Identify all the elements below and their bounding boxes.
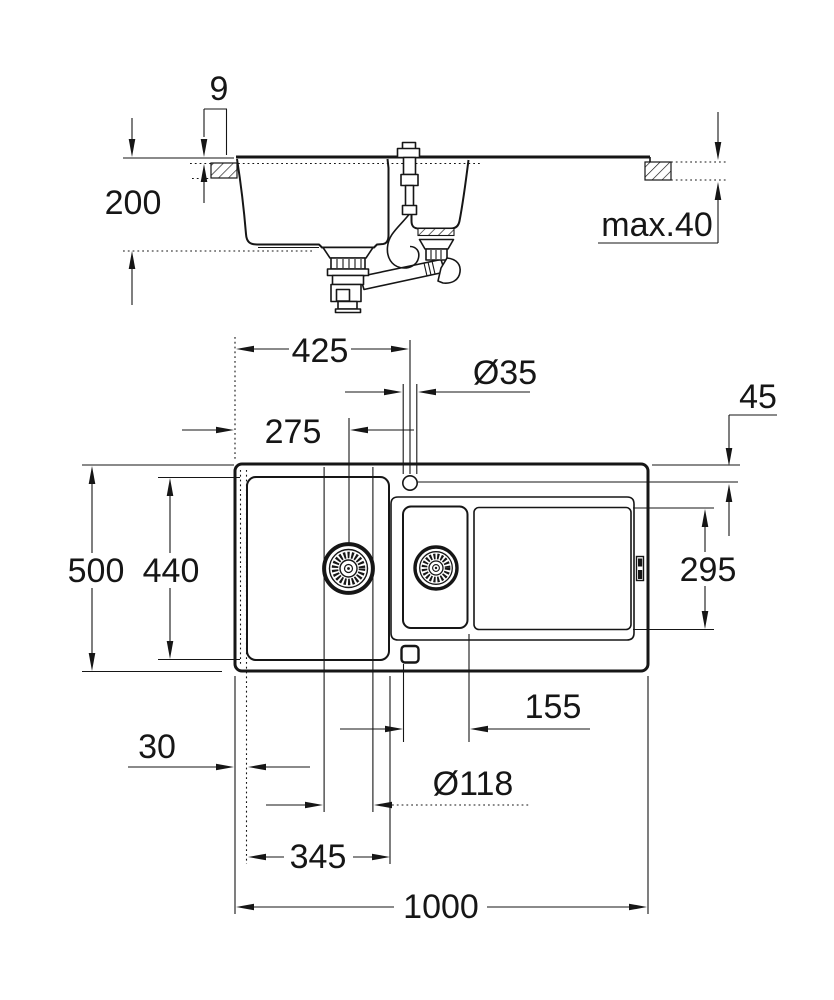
main-drain-collar xyxy=(326,268,370,277)
dim-main-bowl-width: 345 xyxy=(248,838,390,876)
main-drain-locknut xyxy=(330,257,366,270)
dim-drain-flange-label: Ø118 xyxy=(433,765,514,803)
faucet-assembly xyxy=(386,141,421,269)
plan-view: 425 Ø35 45 275 xyxy=(68,332,777,926)
dim-overall-depth-label: 500 xyxy=(68,552,125,590)
faucet-base xyxy=(396,147,421,159)
dim-faucet-hole-label: Ø35 xyxy=(473,354,537,392)
small-drain-strainer xyxy=(417,227,455,237)
dim-faucet-hole: Ø35 xyxy=(345,354,537,396)
section-view: 9 200 max.40 xyxy=(105,70,728,314)
dim-bowl-depth: 200 xyxy=(105,118,162,305)
dim-small-bowl-width-label: 155 xyxy=(525,688,582,726)
dim-rim-height-label: 9 xyxy=(210,70,229,108)
dim-overall-length: 1000 xyxy=(236,888,647,926)
recessed-area xyxy=(390,496,635,641)
dim-rim-height: 9 xyxy=(200,70,229,203)
faucet-shank xyxy=(402,156,417,176)
main-bowl xyxy=(246,476,390,661)
main-drain-plan xyxy=(322,542,375,595)
dim-drainboard-depth-label: 295 xyxy=(680,551,737,589)
small-drain-assembly xyxy=(417,227,461,284)
dim-rim-inset: 45 xyxy=(725,378,777,536)
main-drain-body xyxy=(331,274,365,286)
dim-bowl-depth-label: 200 xyxy=(105,184,162,222)
dim-edge-to-drain-label: 275 xyxy=(265,413,322,451)
faucet-nut xyxy=(401,204,418,216)
small-bowl xyxy=(402,505,469,629)
waste-outlet-opening xyxy=(335,288,351,302)
dim-main-bowl-width-label: 345 xyxy=(290,838,347,876)
small-drain-flange xyxy=(418,238,455,250)
dim-edge-to-faucet-label: 425 xyxy=(292,332,349,370)
overflow-opening xyxy=(400,644,420,664)
main-bowl-profile xyxy=(236,158,390,249)
dim-edge-to-faucet: 425 xyxy=(236,332,409,370)
dim-bowl-inner-depth-label: 440 xyxy=(143,552,200,590)
faucet-hole xyxy=(401,474,418,491)
edge-overflow-slot xyxy=(635,555,645,582)
dim-small-bowl-width: 155 xyxy=(340,688,590,733)
outlet-stub-flange xyxy=(334,308,362,314)
dim-drain-flange: Ø118 xyxy=(266,765,530,809)
dim-bowl-inner-depth: 440 xyxy=(143,478,200,659)
dim-edge-margin: 30 xyxy=(128,728,310,771)
small-drain-elbow xyxy=(437,257,461,284)
countertop-hatch-left xyxy=(210,162,238,179)
small-drain-plan xyxy=(413,545,459,591)
pipe-coupling-band xyxy=(427,261,432,276)
dim-drainboard-depth: 295 xyxy=(680,509,737,629)
connection-hose xyxy=(386,214,420,269)
faucet-washer xyxy=(400,173,419,187)
pipe-coupling-band xyxy=(431,260,436,275)
outlet-stub xyxy=(337,300,358,310)
pipe-coupling-band xyxy=(423,262,428,277)
faucet-stem xyxy=(404,184,415,208)
extension-lines xyxy=(82,337,740,914)
countertop-hatch-right xyxy=(644,161,672,181)
sink-outline xyxy=(233,462,650,673)
dim-rim-inset-label: 45 xyxy=(739,378,777,416)
dim-overall-length-label: 1000 xyxy=(403,888,479,926)
dim-edge-to-drain: 275 xyxy=(182,413,414,451)
drainboard xyxy=(473,506,632,631)
main-drain-flange xyxy=(322,246,374,259)
dim-counter-thickness: max.40 xyxy=(598,112,722,244)
dim-overall-depth: 500 xyxy=(68,466,125,671)
dim-edge-margin-label: 30 xyxy=(138,728,176,766)
dim-counter-thickness-label: max.40 xyxy=(601,206,713,244)
main-drain-assembly xyxy=(322,246,446,314)
